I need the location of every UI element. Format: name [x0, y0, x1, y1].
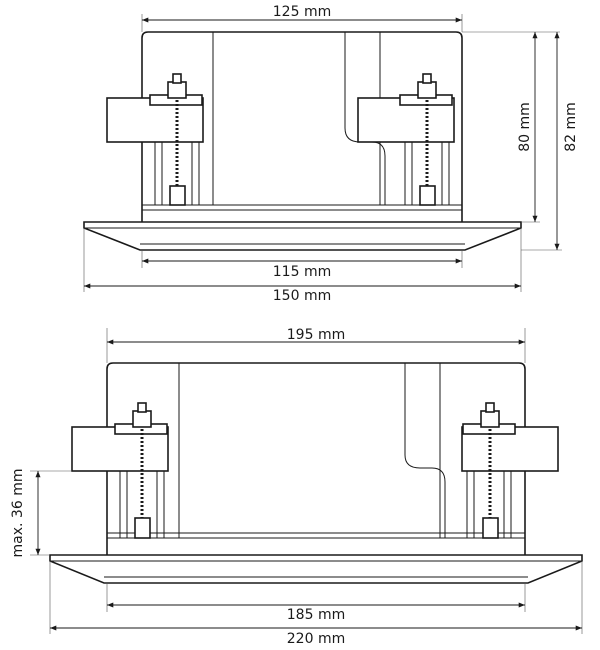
dimension-label-185: 185 mm	[287, 607, 345, 623]
dimension-label-115: 115 mm	[273, 264, 331, 280]
clamp-left-top	[106, 73, 204, 206]
dimension-125: 125 mm	[141, 4, 463, 32]
dimension-label-80: 80 mm	[517, 102, 533, 152]
dimension-label-220: 220 mm	[287, 631, 345, 647]
speaker-small-drawing	[83, 31, 522, 251]
dimension-label-125: 125 mm	[273, 4, 331, 20]
dimension-115: 115 mm	[141, 250, 463, 280]
dimension-label-max-36: max. 36 mm	[10, 469, 26, 558]
speaker-large-drawing	[49, 362, 583, 584]
clamp-right-bottom	[461, 402, 559, 539]
clamp-left-bottom	[71, 402, 169, 539]
clamp-right-top	[357, 73, 455, 206]
dimension-label-195: 195 mm	[287, 327, 345, 343]
dimension-195: 195 mm	[106, 327, 526, 363]
dimension-82: 82 mm	[521, 31, 579, 251]
dimension-150: 150 mm	[83, 228, 522, 304]
dimension-max-36: max. 36 mm	[10, 469, 72, 558]
dimension-80: 80 mm	[462, 31, 560, 223]
dimension-label-82: 82 mm	[563, 102, 579, 152]
dimension-220: 220 mm	[49, 561, 583, 647]
dimension-185: 185 mm	[106, 583, 526, 623]
dimension-label-150: 150 mm	[273, 288, 331, 304]
